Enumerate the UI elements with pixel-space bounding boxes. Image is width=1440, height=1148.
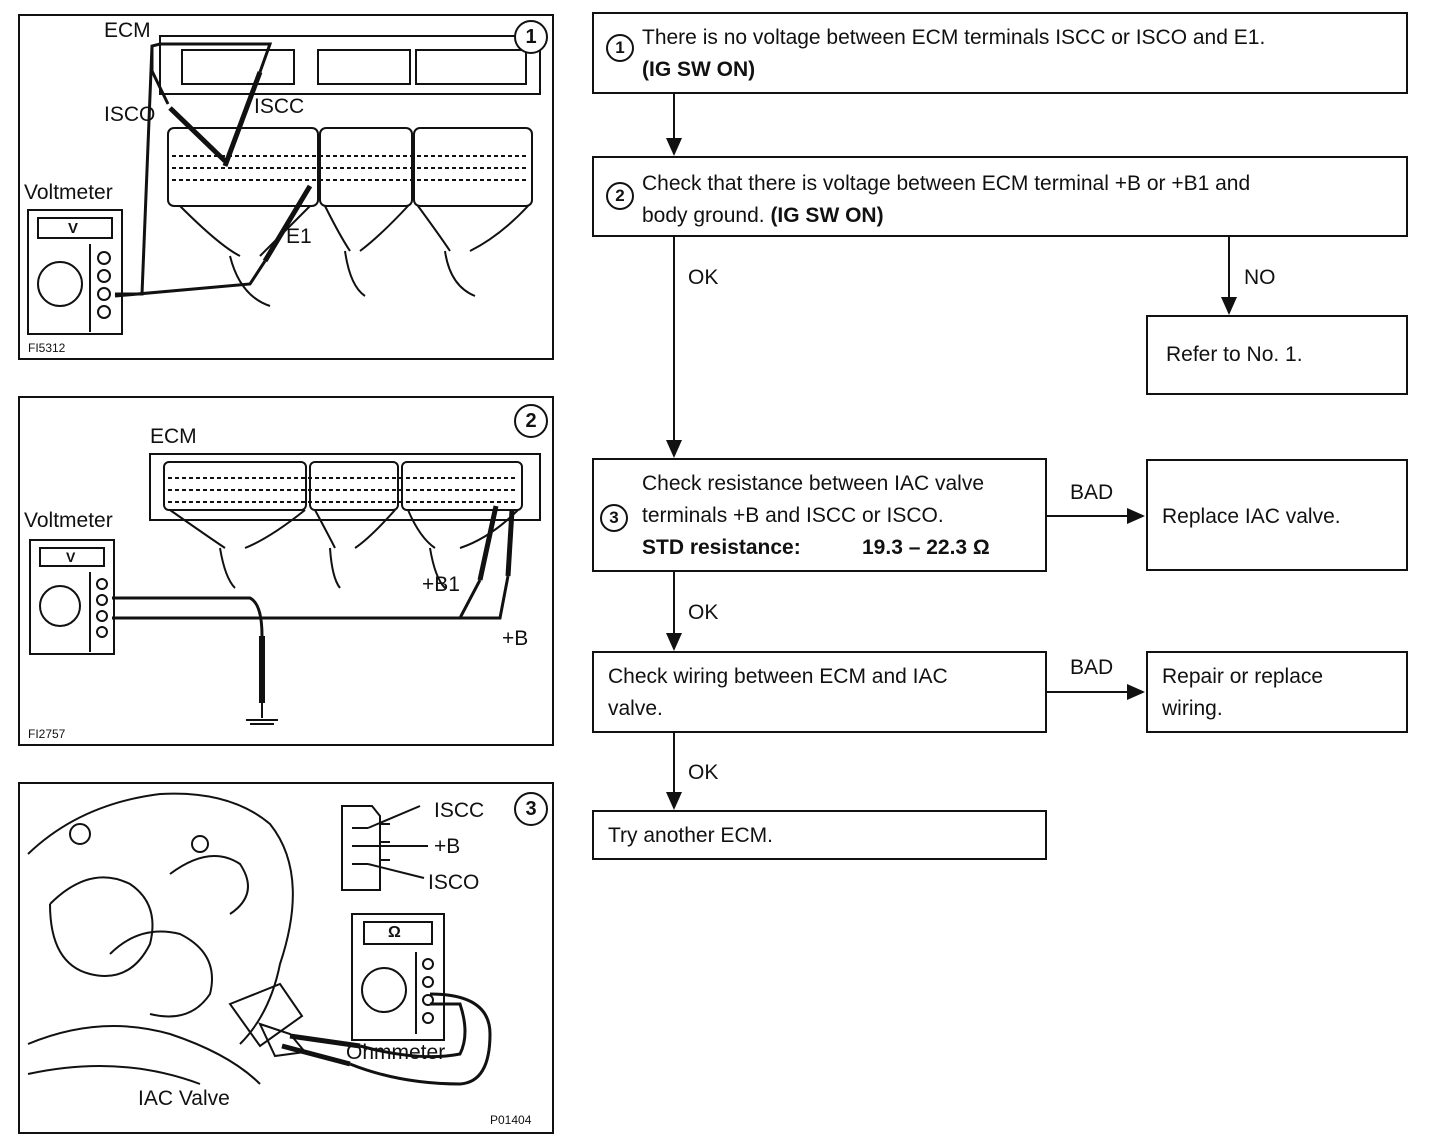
step-3-text-line2: terminals +B and ISCC or ISCO. (642, 504, 944, 527)
ok-label-2: OK (688, 601, 719, 624)
connector-diagram (341, 805, 381, 891)
step-2-box: 2 Check that there is voltage between EC… (592, 156, 1408, 237)
replace-box: Replace IAC valve. (1146, 459, 1408, 571)
voltmeter-body (29, 539, 115, 655)
no-label: NO (1244, 266, 1276, 289)
panel-number-badge: 1 (514, 20, 548, 54)
figure-code: FI2757 (28, 727, 66, 741)
ecm-label: ECM (150, 425, 197, 448)
iac-valve-label: IAC Valve (138, 1087, 230, 1110)
connector (167, 127, 319, 207)
step-2-condition: (IG SW ON) (770, 204, 884, 227)
figure-code: P01404 (490, 1113, 532, 1127)
step-1-text: There is no voltage between ECM terminal… (642, 26, 1266, 49)
ecm-housing (149, 453, 541, 521)
step-1-condition: (IG SW ON) (642, 58, 756, 81)
wiring-text: Check wiring between ECM and IAC (608, 665, 948, 688)
ecm-voltage-drawing-1 (27, 35, 541, 335)
b-label: +B (434, 835, 461, 858)
ecm-voltage-drawing-2 (29, 453, 541, 725)
panel-number-badge: 2 (514, 404, 548, 438)
step-2-text: Check that there is voltage between ECM … (642, 172, 1251, 195)
b-label: +B (502, 627, 529, 650)
iac-valve-body (228, 982, 304, 1048)
iac-valve-drawing (27, 792, 492, 1086)
ohmmeter-label: Ohmmeter (346, 1041, 446, 1064)
step-number-badge: 2 (606, 182, 634, 210)
isco-label: ISCO (104, 103, 156, 126)
voltmeter-label: Voltmeter (24, 509, 113, 532)
panel-number-badge: 3 (514, 792, 548, 826)
voltmeter-body (27, 209, 123, 335)
refer-text: Refer to No. 1. (1166, 343, 1303, 366)
meter-unit-label: Ω (388, 924, 401, 941)
voltmeter-label: Voltmeter (24, 181, 113, 204)
ok-label-3: OK (688, 761, 719, 784)
step-1-box: 1 There is no voltage between ECM termin… (592, 12, 1408, 94)
ok-label-1: OK (688, 266, 719, 289)
std-resistance-value: 19.3 – 22.3 Ω (862, 536, 990, 559)
repair-box: Repair or replace wiring. (1146, 651, 1408, 733)
wiring-text-line2: valve. (608, 697, 663, 720)
step-number-badge: 1 (606, 34, 634, 62)
e1-label: E1 (286, 225, 312, 248)
repair-text-line2: wiring. (1162, 697, 1223, 720)
std-resistance-label: STD resistance: (642, 536, 801, 559)
step-3-box: 3 Check resistance between IAC valve ter… (592, 458, 1047, 572)
step-3-text: Check resistance between IAC valve (642, 472, 984, 495)
illustration-panel-2: ECM Voltmeter V +B1 +B FI2757 2 (18, 396, 554, 746)
ohmmeter-body (351, 913, 445, 1041)
bad-label-1: BAD (1070, 481, 1114, 504)
isco-label: ISCO (428, 871, 480, 894)
another-ecm-text: Try another ECM. (608, 824, 773, 847)
meter-unit-label: V (68, 220, 79, 237)
replace-text: Replace IAC valve. (1162, 505, 1341, 528)
b1-label: +B1 (422, 573, 460, 596)
step-number-badge: 3 (600, 504, 628, 532)
repair-text: Repair or replace (1162, 665, 1324, 688)
iscc-label: ISCC (434, 799, 485, 822)
ecm-label: ECM (104, 19, 151, 42)
ecm-housing (159, 35, 541, 95)
iscc-label: ISCC (254, 95, 305, 118)
bad-label-2: BAD (1070, 656, 1114, 679)
wiring-box: Check wiring between ECM and IAC valve. (592, 651, 1047, 733)
illustration-panel-3: ISCC +B ISCO Ω Ohmmeter IAC Valve P01404… (18, 782, 554, 1134)
meter-unit-label: V (66, 549, 76, 565)
figure-code: FI5312 (28, 341, 66, 355)
refer-box: Refer to No. 1. (1146, 315, 1408, 395)
another-ecm-box: Try another ECM. (592, 810, 1047, 860)
step-2-text-cont: body ground. (642, 204, 771, 227)
illustration-panel-1: ECM ISCO ISCC Voltmeter V E1 FI5312 1 (18, 14, 554, 360)
step-2-text-line2: body ground. (IG SW ON) (642, 200, 884, 232)
